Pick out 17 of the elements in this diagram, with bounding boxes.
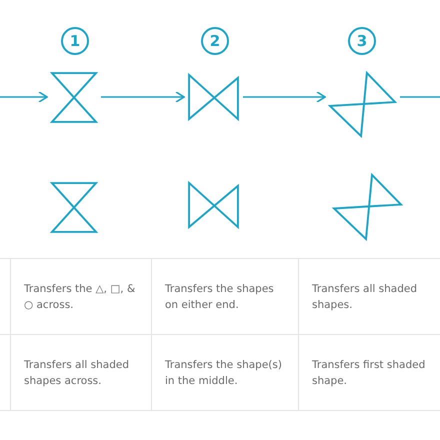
twisted-hourglass-drawing xyxy=(329,72,396,137)
step-number: 2 xyxy=(201,27,229,55)
description-text: Transfers all shaded shapes across. xyxy=(24,358,130,389)
hourglass-drawing xyxy=(51,72,97,123)
arrow xyxy=(0,91,48,103)
step-number: 1 xyxy=(61,27,89,55)
description-text: Transfers first shaded shape. xyxy=(312,358,426,389)
description-text: Transfers all shaded shapes. xyxy=(312,282,418,313)
arrow xyxy=(243,91,326,103)
twisted-hourglass-drawing xyxy=(333,174,402,240)
bowtie-drawing xyxy=(188,74,239,120)
description-text: Transfers the shapes on either end. xyxy=(165,282,275,313)
description-text: Transfers the △, □, & ○ across. xyxy=(24,282,136,313)
step-number: 3 xyxy=(348,27,376,55)
hourglass-drawing xyxy=(51,182,97,233)
bowtie-drawing xyxy=(188,182,239,228)
description-text: Transfers the shape(s) in the middle. xyxy=(165,358,283,389)
